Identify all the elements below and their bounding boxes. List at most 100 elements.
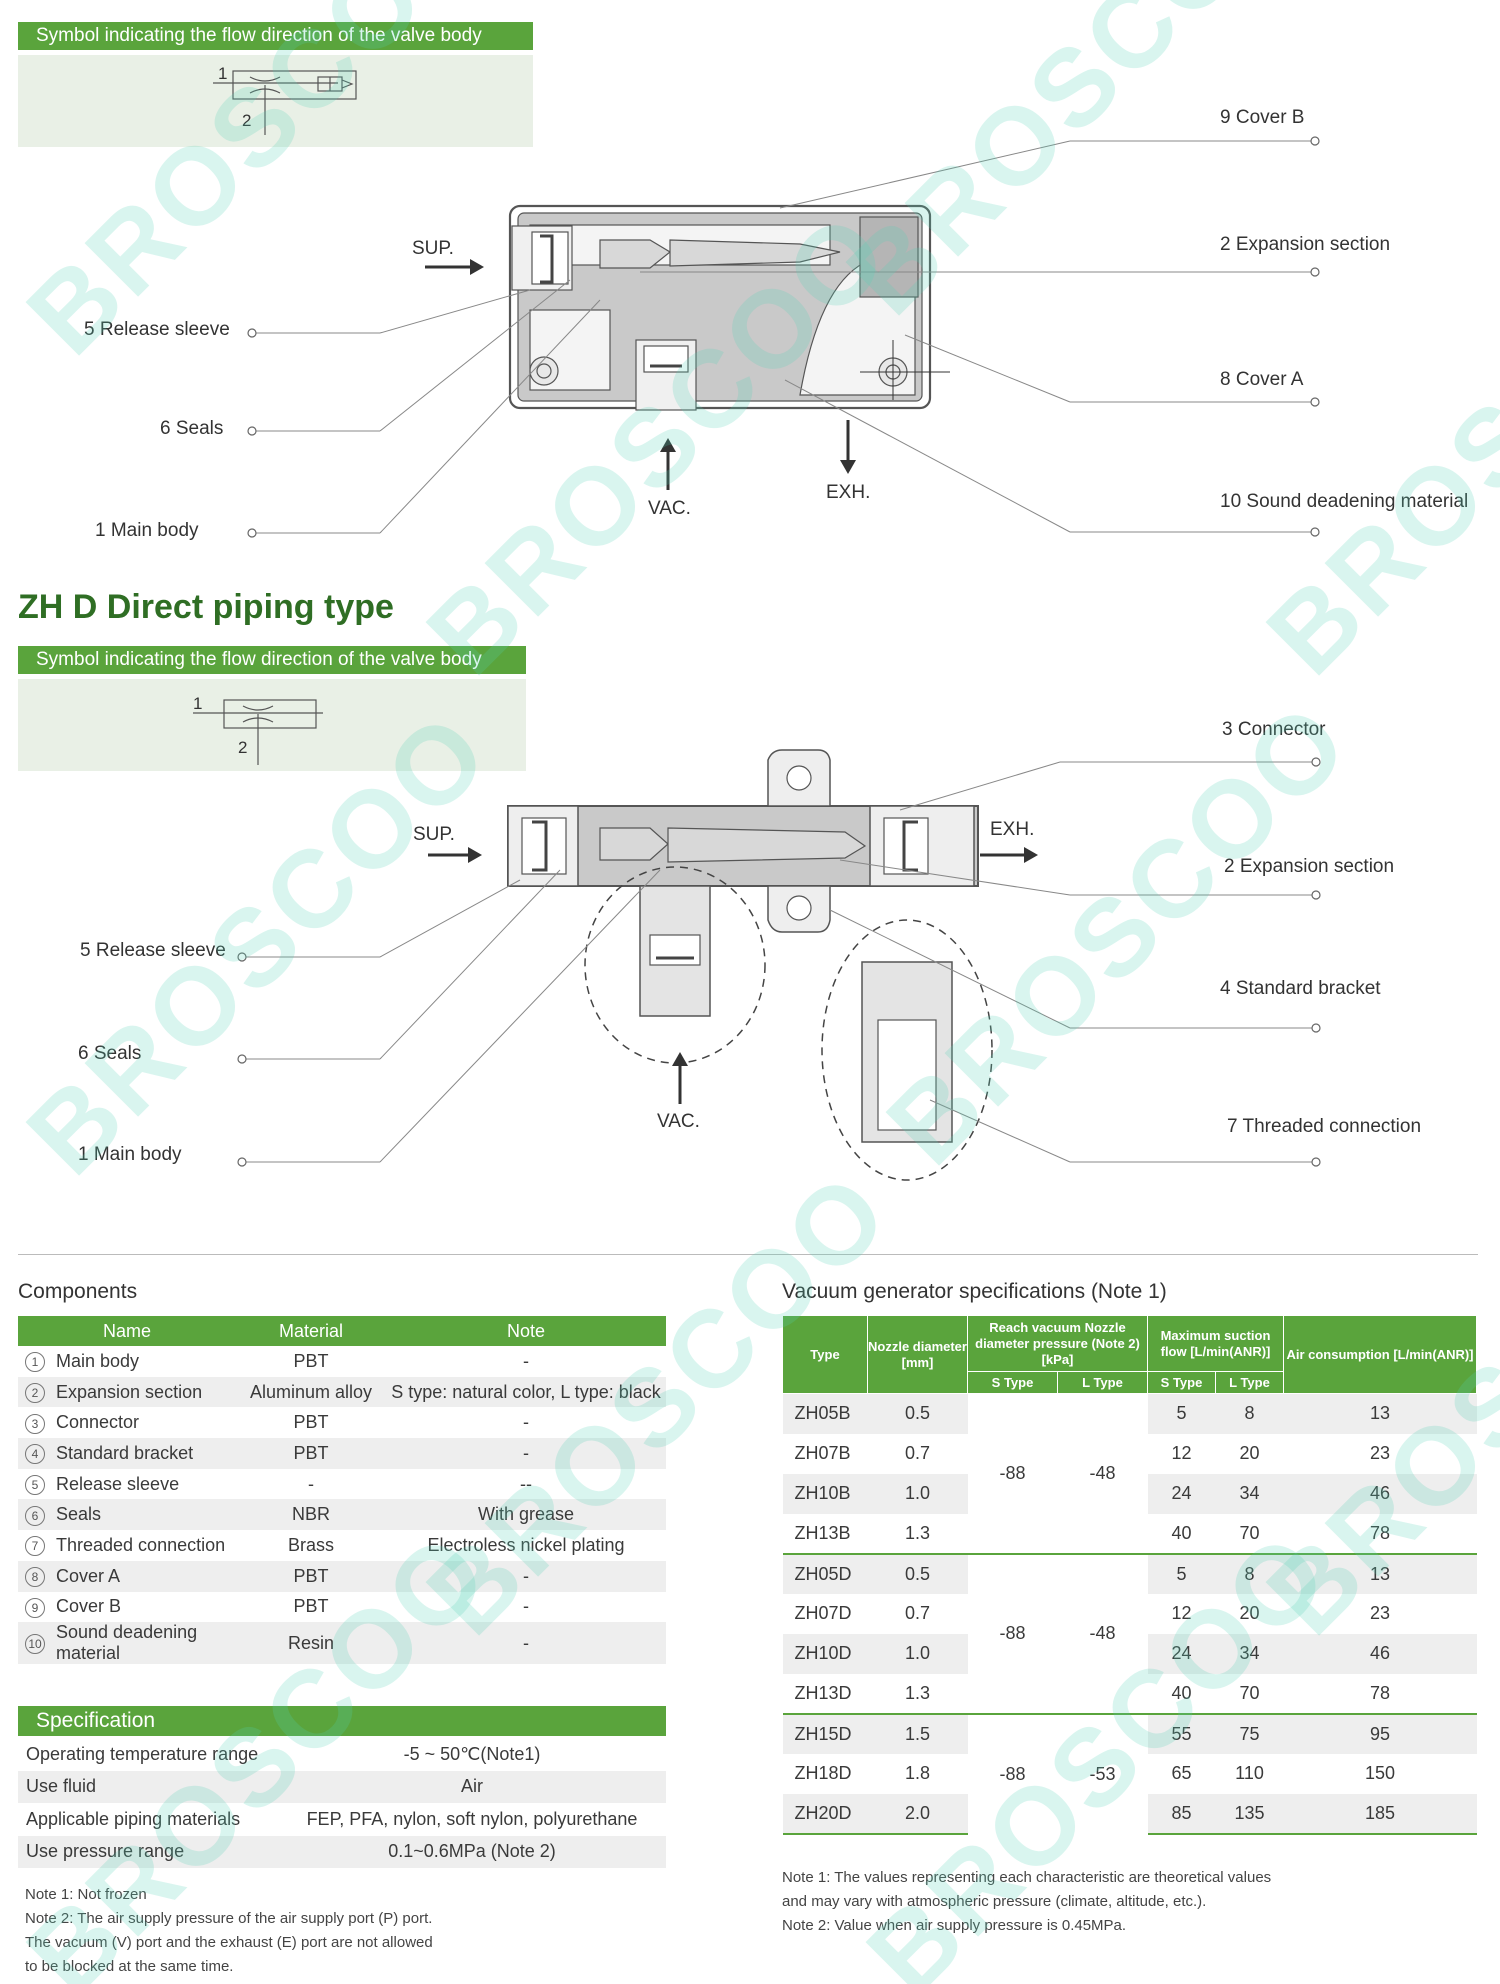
component-name: Threaded connection [56,1534,226,1555]
callout-connector: 3 Connector [1222,719,1326,740]
air-consumption: 23 [1369,1443,1391,1463]
suction-flow-l: 20 [1239,1443,1260,1463]
row-number: 8 [25,1567,45,1588]
col-note: Note [386,1316,666,1346]
nozzle-diameter: 1.0 [867,1473,968,1514]
flow-symbol-icon-2 [193,699,323,765]
reach-vacuum-s: -88 [967,1552,1058,1714]
model-type: ZH07B [794,1443,851,1463]
symbol-port-2b: 2 [238,738,248,757]
suction-flow-l: 34 [1215,1473,1284,1514]
callout-main-body-2: 1 Main body [78,1144,182,1165]
nozzle-diameter: 1.3 [904,1682,931,1703]
component-material: NBR [236,1499,386,1531]
symbol-caption-1: Symbol indicating the flow direction of … [18,22,533,50]
vacuum-specs-notes: Note 1: The values representing each cha… [782,1866,1271,1938]
port-sup-2: SUP. [413,824,455,845]
col-name: Name [18,1316,236,1346]
model-type: ZH13B [794,1522,851,1543]
callout-threaded-connection: 7 Threaded connection [1227,1116,1422,1137]
air-consumption: 46 [1283,1633,1477,1674]
component-material: PBT [293,1412,329,1433]
nozzle-diameter: 0.5 [867,1552,968,1594]
note-line: Note 2: The air supply pressure of the a… [25,1910,433,1927]
nozzle-diameter: 1.8 [904,1763,931,1783]
callout-cover-a: 8 Cover A [1220,369,1304,390]
valve-diagram-2 [237,749,1321,1181]
component-note: - [523,1350,529,1371]
model-type: ZH07D [794,1603,852,1623]
row-number: 1 [25,1352,45,1373]
model-type: ZH10B [782,1473,868,1514]
note-line: The vacuum (V) port and the exhaust (E) … [25,1934,433,1951]
suction-flow-s: 40 [1171,1682,1192,1703]
note-line: Note 1: The values representing each cha… [782,1869,1272,1886]
component-material: PBT [293,1596,329,1617]
port-exh-1: EXH. [826,482,871,503]
suction-flow-s: 65 [1171,1763,1192,1783]
components-title: Components [18,1280,138,1303]
vacuum-specs-table: Type Nozzle diameter [mm] Reach vacuum N… [782,1315,1477,1835]
valve-diagram-1 [247,136,1320,538]
air-consumption: 185 [1283,1793,1477,1835]
note-line: Note 1: Not frozen [25,1886,147,1903]
section-divider [18,1254,1478,1255]
component-name: Cover A [52,1560,236,1592]
model-type: ZH15D [782,1712,868,1754]
table-row: 3 Connector PBT - [18,1407,666,1438]
component-name: Main body [56,1350,140,1371]
callout-seals-1: 6 Seals [160,418,224,439]
suction-flow-l: 20 [1239,1603,1260,1623]
callout-standard-bracket: 4 Standard bracket [1220,978,1381,999]
port-vac-2: VAC. [657,1111,700,1132]
reach-vacuum-l: -48 [1057,1393,1148,1554]
nozzle-diameter: 2.0 [867,1793,968,1835]
vacuum-specs-title: Vacuum generator specifications (Note 1) [782,1280,1167,1303]
spec-key: Use pressure range [18,1835,278,1868]
symbol-port-2: 2 [242,111,252,130]
flow-symbol-icon [213,70,357,135]
suction-flow-s: 55 [1147,1712,1216,1754]
row-number: 7 [25,1536,45,1557]
spec-value: 0.1~0.6MPa (Note 2) [278,1835,666,1868]
spec-value: -5 ~ 50℃(Note1) [403,1743,541,1764]
specification-table: Operating temperature range-5 ~ 50℃(Note… [18,1738,666,1868]
col-reach-s: S Type [967,1371,1058,1394]
suction-flow-l: 75 [1215,1712,1284,1754]
col-type: Type [782,1315,868,1394]
suction-flow-l: 135 [1215,1793,1284,1835]
model-type: ZH05B [782,1393,868,1434]
component-note: -- [520,1473,532,1494]
col-air: Air consumption [L/min(ANR)] [1283,1315,1477,1394]
component-material: - [308,1473,314,1494]
col-reach-l: L Type [1057,1371,1148,1394]
callout-release-sleeve-1: 5 Release sleeve [84,319,230,340]
row-number: 3 [25,1413,45,1434]
air-consumption: 13 [1283,1552,1477,1594]
col-nozzle: Nozzle diameter [mm] [867,1315,968,1394]
component-note: - [523,1412,529,1433]
component-material: PBT [236,1560,386,1592]
suction-flow-s: 12 [1171,1603,1192,1623]
component-note: - [386,1622,666,1665]
suction-flow-s: 24 [1147,1473,1216,1514]
suction-flow-s: 85 [1147,1793,1216,1835]
reach-vacuum-l: -48 [1057,1552,1148,1714]
component-name: Connector [56,1412,140,1433]
spec-key: Applicable piping materials [26,1808,241,1829]
port-sup-1: SUP. [412,238,454,259]
model-type: ZH18D [794,1763,852,1783]
